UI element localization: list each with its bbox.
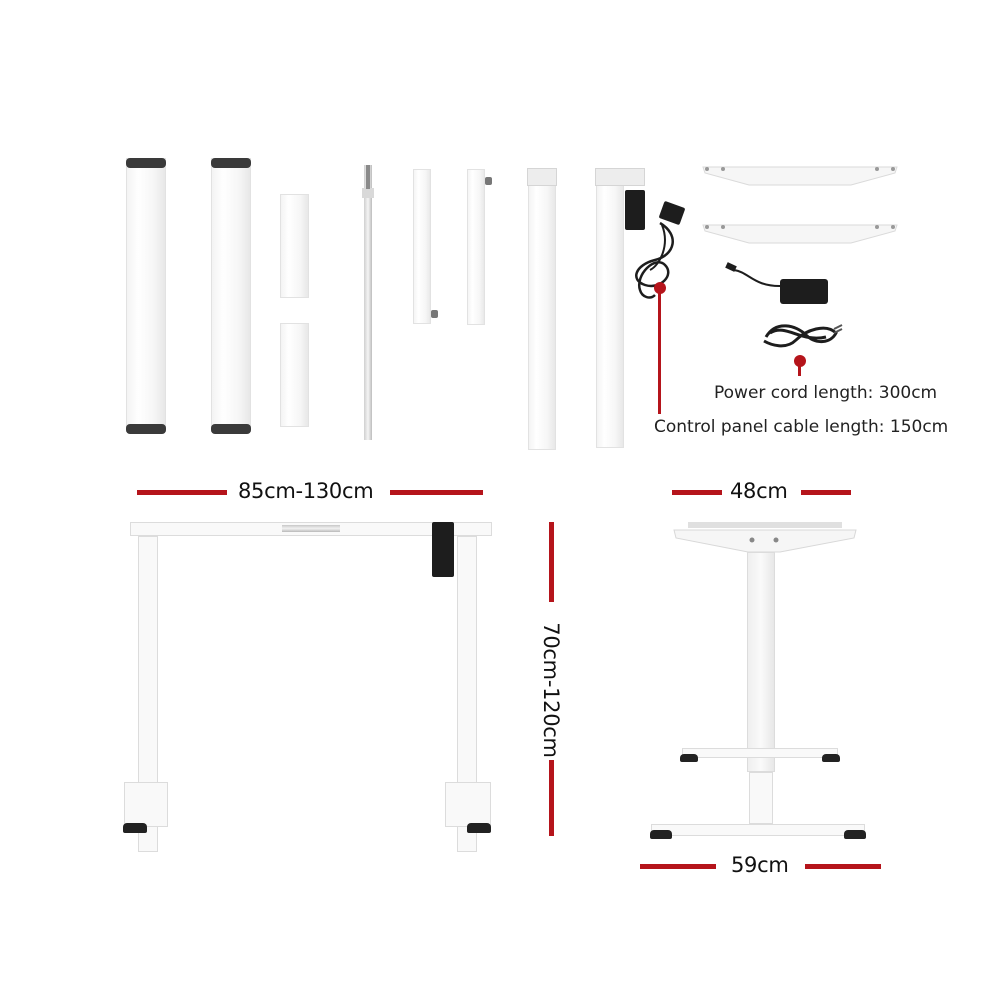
shaft-collar [362,188,374,198]
width-dimension-label: 85cm-130cm [238,479,374,503]
side-front-foot [651,824,865,836]
end-cap-icon [126,424,166,434]
foot-depth-dimension-line-right [805,864,881,869]
telescoping-shaft [282,525,340,532]
height-dimension-line-top [549,522,554,602]
callout-line-control-cable [658,290,661,414]
top-mounting-plate-2 [702,224,898,244]
leveling-foot-icon [822,754,840,762]
leveling-foot-icon [680,754,698,762]
leveling-foot-icon [467,823,491,833]
motor-icon [625,190,645,230]
mounting-bracket-lower [280,323,309,427]
side-rear-foot [682,748,838,758]
control-panel-cable-length-label: Control panel cable length: 150cm [654,417,949,437]
top-mounting-plate-1 [702,166,898,186]
adapter-cable-icon [725,262,783,288]
leg-column-with-motor [596,170,624,448]
power-cord-length-label: Power cord length: 300cm [714,383,938,403]
top-depth-dimension-line-right [801,490,851,495]
power-adapter-icon [780,279,828,304]
front-motor-icon [432,522,454,577]
parts-row: Power cord length: 300cm Control panel c… [0,0,1000,460]
leveling-foot-icon [650,830,672,839]
side-upper-column [747,552,775,772]
foot-depth-dimension-line-left [640,864,716,869]
foot-depth-dimension-label: 59cm [731,853,789,877]
side-view: 48cm 59cm [600,460,1000,880]
hex-drive-shaft [364,165,372,440]
leg-column [528,170,556,450]
leveling-foot-icon [123,823,147,833]
mounting-bracket-upper [280,194,309,298]
front-left-foot [124,782,168,827]
height-dimension-line-bottom [549,760,554,836]
front-left-leg [138,536,158,852]
side-top-plate [673,522,857,553]
callout-dot-power-cord [794,355,806,367]
crossbar-beam-2 [211,158,251,432]
front-view: 85cm-130cm 70cm-120cm [0,460,600,880]
side-lower-column [749,772,773,824]
shaft-thread [366,165,370,189]
height-dimension-label: 70cm-120cm [539,622,563,758]
width-dimension-line-right [390,490,483,495]
callout-line-power-cord [798,362,801,376]
end-cap-icon [211,158,251,168]
top-depth-dimension-label: 48cm [730,479,788,503]
bolt-icon [431,310,438,318]
bolt-icon [485,177,492,185]
end-cap-icon [126,158,166,168]
power-cord-icon [763,324,843,348]
side-support-bracket-2 [467,169,485,325]
width-dimension-line-left [137,490,227,495]
front-right-leg [457,536,477,852]
callout-dot-control-cable [654,282,666,294]
end-cap-icon [211,424,251,434]
leveling-foot-icon [844,830,866,839]
top-depth-dimension-line-left [672,490,722,495]
leg-column-top-flange [527,168,557,186]
leg-column-top-flange [595,168,645,186]
crossbar-beam-1 [126,158,166,432]
side-support-bracket-1 [413,169,431,324]
front-right-foot [445,782,491,827]
